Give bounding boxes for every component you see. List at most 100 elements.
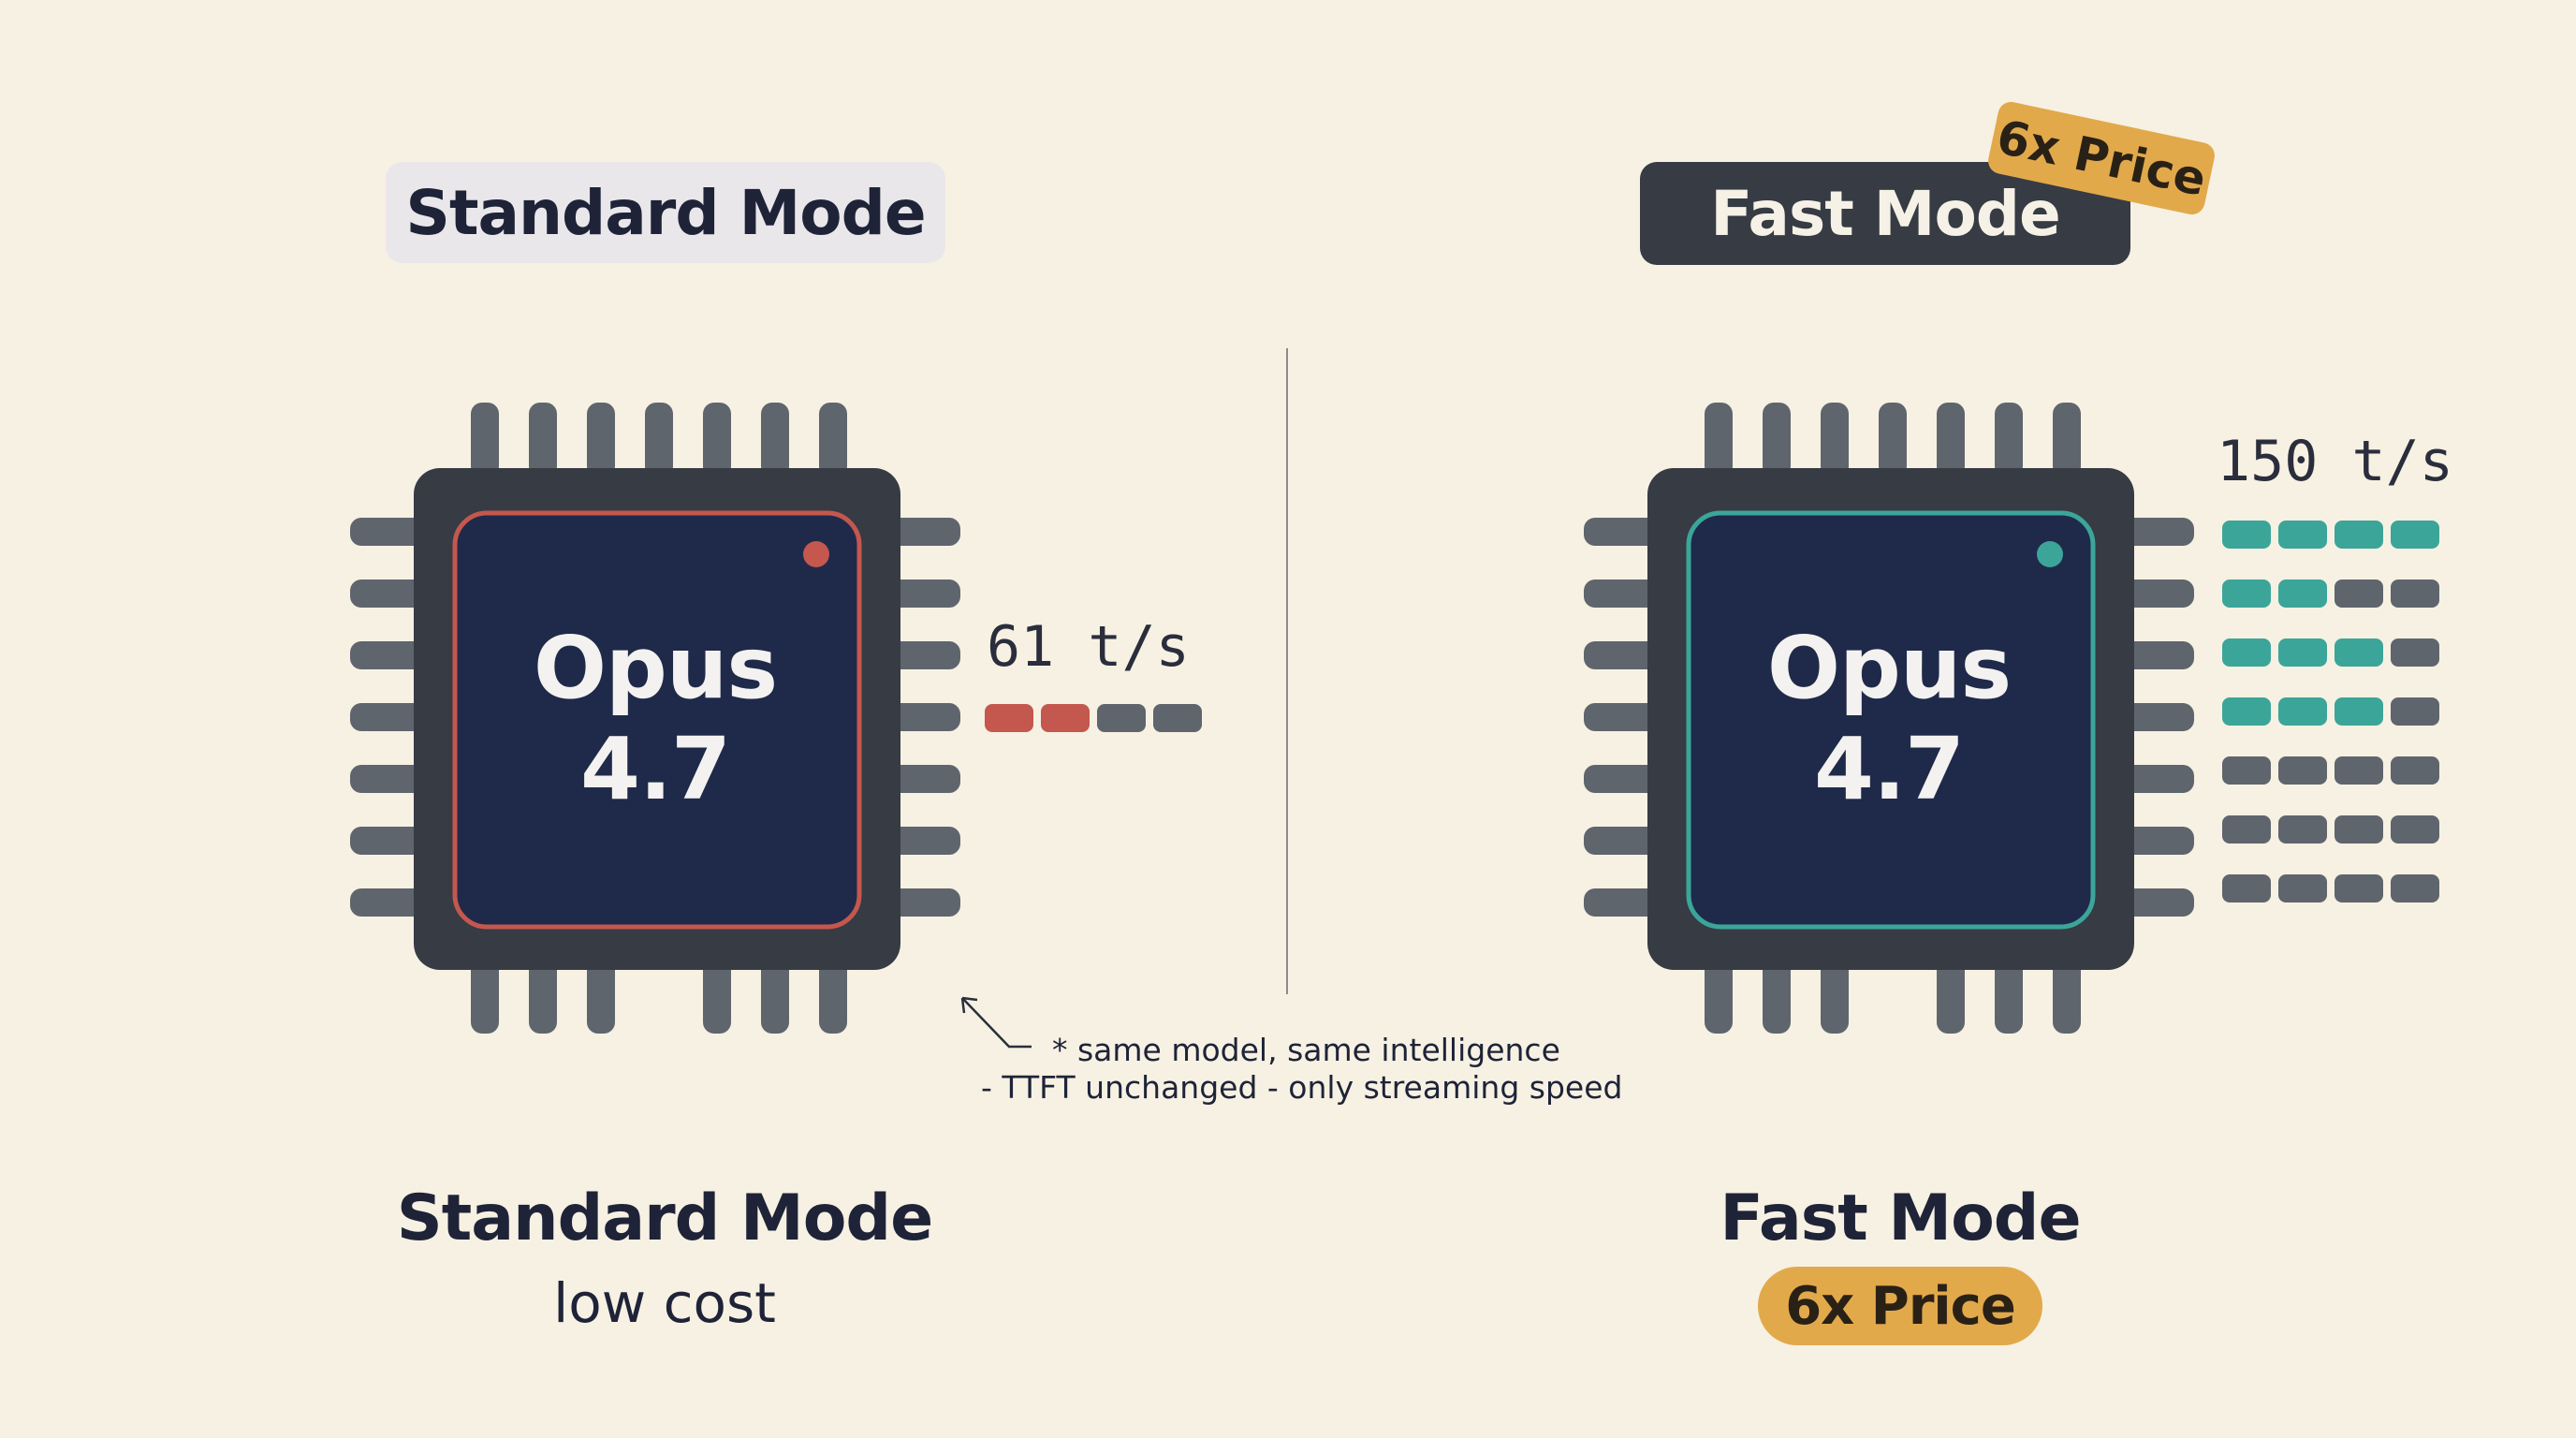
- fast-speed-bar: [2222, 756, 2271, 785]
- fast-speed-bar: [2278, 580, 2327, 608]
- standard-speed-bar: [1097, 704, 1146, 732]
- fast-caption-title: Fast Mode: [1720, 1181, 2081, 1255]
- fast-chip-pin-left: [1584, 518, 1662, 546]
- fast-speed-bar: [2222, 874, 2271, 902]
- standard-chip-pin-bottom: [703, 959, 731, 1034]
- standard-chip-version: 4.7: [580, 719, 731, 819]
- fast-chip-pin-right: [2115, 703, 2194, 731]
- fast-speed-bar: [2278, 815, 2327, 844]
- fast-speed-bar: [2391, 521, 2439, 549]
- standard-chip-pin-right: [882, 641, 960, 669]
- fast-chip-indicator-dot: [2037, 541, 2063, 567]
- standard-chip-pin-right: [882, 580, 960, 608]
- standard-chip-pin-left: [350, 518, 429, 546]
- standard-chip-pin-left: [350, 641, 429, 669]
- standard-speed-label: 61 t/s: [987, 614, 1190, 680]
- standard-chip-pin-right: [882, 827, 960, 855]
- fast-speed-bar: [2222, 697, 2271, 726]
- standard-chip-pin-right: [882, 703, 960, 731]
- fast-chip-pin-left: [1584, 641, 1662, 669]
- fast-speed-bar: [2222, 638, 2271, 667]
- standard-chip-pin-bottom: [587, 959, 615, 1034]
- fast-chip-pin-bottom: [1763, 959, 1791, 1034]
- standard-chip-pin-left: [350, 703, 429, 731]
- standard-speed-bar: [985, 704, 1033, 732]
- fast-chip-pin-top: [1763, 403, 1791, 477]
- note-same-model: * same model, same intelligence: [1052, 1032, 1560, 1068]
- standard-caption-cost: low cost: [553, 1271, 776, 1335]
- fast-chip-pin-bottom: [1995, 959, 2023, 1034]
- standard-chip-pin-top: [703, 403, 731, 477]
- standard-chip-pin-right: [882, 518, 960, 546]
- standard-chip-name: Opus: [533, 618, 778, 718]
- standard-chip-pin-bottom: [471, 959, 499, 1034]
- standard-speed-bar: [1153, 704, 1202, 732]
- fast-chip-pin-bottom: [2053, 959, 2081, 1034]
- standard-speed-bar: [1041, 704, 1090, 732]
- fast-chip-pin-top: [1705, 403, 1733, 477]
- arrow-up-left-icon: [960, 996, 1032, 1049]
- fast-chip-pin-right: [2115, 518, 2194, 546]
- fast-speed-bar: [2222, 815, 2271, 844]
- standard-chip-pin-bottom: [761, 959, 789, 1034]
- fast-chip: Opus 4.7: [1580, 397, 2198, 1039]
- fast-chip-pin-top: [1995, 403, 2023, 477]
- standard-chip-pin-top: [819, 403, 847, 477]
- fast-speed-bar: [2334, 874, 2383, 902]
- standard-chip-pin-right: [882, 888, 960, 917]
- fast-speed-label: 150 t/s: [2217, 429, 2453, 494]
- fast-caption-price-badge: 6x Price: [1758, 1267, 2042, 1345]
- fast-chip-core: [1686, 510, 2096, 930]
- standard-chip-pin-top: [587, 403, 615, 477]
- standard-chip-pin-top: [645, 403, 673, 477]
- standard-chip-pin-top: [529, 403, 557, 477]
- fast-chip-pin-left: [1584, 580, 1662, 608]
- standard-mode-header: Standard Mode: [386, 162, 945, 263]
- standard-chip: Opus 4.7: [346, 397, 964, 1039]
- fast-chip-pin-right: [2115, 580, 2194, 608]
- fast-chip-pin-right: [2115, 827, 2194, 855]
- standard-chip-indicator-dot: [803, 541, 829, 567]
- fast-speed-bar: [2278, 638, 2327, 667]
- standard-chip-pin-left: [350, 765, 429, 793]
- fast-speed-bar: [2391, 815, 2439, 844]
- fast-chip-pin-left: [1584, 888, 1662, 917]
- fast-speed-bar: [2391, 874, 2439, 902]
- fast-chip-pin-top: [1879, 403, 1907, 477]
- fast-speed-bar: [2222, 521, 2271, 549]
- fast-chip-pin-top: [1937, 403, 1965, 477]
- fast-chip-pin-bottom: [1705, 959, 1733, 1034]
- fast-speed-bar: [2278, 521, 2327, 549]
- standard-chip-pin-left: [350, 580, 429, 608]
- fast-speed-bar: [2391, 638, 2439, 667]
- note-ttft: - TTFT unchanged - only streaming speed: [981, 1069, 1623, 1106]
- standard-chip-pin-top: [761, 403, 789, 477]
- fast-speed-bar: [2334, 815, 2383, 844]
- fast-speed-bar: [2278, 697, 2327, 726]
- fast-chip-pin-bottom: [1821, 959, 1849, 1034]
- fast-chip-name: Opus: [1766, 618, 2012, 718]
- standard-chip-core: [452, 510, 862, 930]
- fast-speed-bar: [2278, 756, 2327, 785]
- fast-chip-pin-right: [2115, 888, 2194, 917]
- fast-speed-bar: [2278, 874, 2327, 902]
- standard-speed-bars: [985, 704, 1209, 736]
- standard-chip-pin-bottom: [529, 959, 557, 1034]
- standard-chip-pin-left: [350, 888, 429, 917]
- fast-chip-pin-top: [2053, 403, 2081, 477]
- fast-speed-bar: [2334, 580, 2383, 608]
- fast-chip-pin-left: [1584, 765, 1662, 793]
- fast-speed-bar: [2391, 756, 2439, 785]
- fast-speed-bar: [2391, 697, 2439, 726]
- fast-chip-pin-right: [2115, 765, 2194, 793]
- fast-speed-bar: [2334, 638, 2383, 667]
- fast-speed-bar: [2391, 580, 2439, 608]
- fast-chip-pin-top: [1821, 403, 1849, 477]
- standard-chip-pin-bottom: [819, 959, 847, 1034]
- fast-speed-bar: [2334, 521, 2383, 549]
- fast-chip-pin-bottom: [1937, 959, 1965, 1034]
- fast-speed-bar: [2222, 580, 2271, 608]
- fast-speed-bar: [2334, 697, 2383, 726]
- fast-chip-version: 4.7: [1814, 719, 1965, 819]
- standard-chip-graphic: [350, 403, 960, 1034]
